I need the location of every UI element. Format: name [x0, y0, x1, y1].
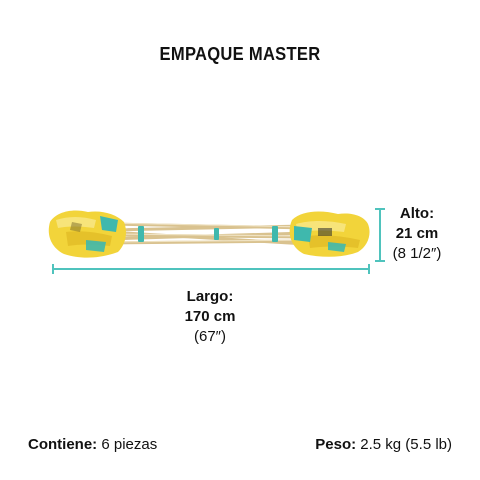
weight-label: Peso:: [315, 436, 357, 453]
height-label-title: Alto:: [399, 205, 435, 222]
height-label: Alto: 21 cm (8 1/2″): [386, 204, 448, 264]
length-metric: 170 cm: [184, 308, 236, 325]
length-dimension-line: [52, 264, 370, 274]
weight-info: Peso: 2.5 kg (5.5 lb): [315, 436, 452, 453]
contents-info: Contiene: 6 piezas: [28, 436, 157, 453]
height-dimension-line: [374, 208, 386, 262]
product-bundle-image: [46, 202, 372, 264]
horizontal-dimension-icon: [52, 264, 370, 274]
page-title: EMPAQUE MASTER: [159, 44, 321, 64]
height-metric: 21 cm: [395, 225, 439, 242]
length-label-title: Largo:: [186, 288, 234, 305]
length-label: Largo: 170 cm (67″): [160, 287, 260, 347]
vertical-dimension-icon: [375, 208, 385, 262]
contents-value: 6 piezas: [101, 436, 158, 453]
bundled-brooms-image: [48, 210, 370, 258]
contents-label: Contiene:: [28, 436, 98, 453]
height-imperial: (8 1/2″): [392, 245, 442, 262]
weight-value: 2.5 kg (5.5 lb): [360, 436, 452, 453]
length-imperial: (67″): [194, 328, 226, 345]
